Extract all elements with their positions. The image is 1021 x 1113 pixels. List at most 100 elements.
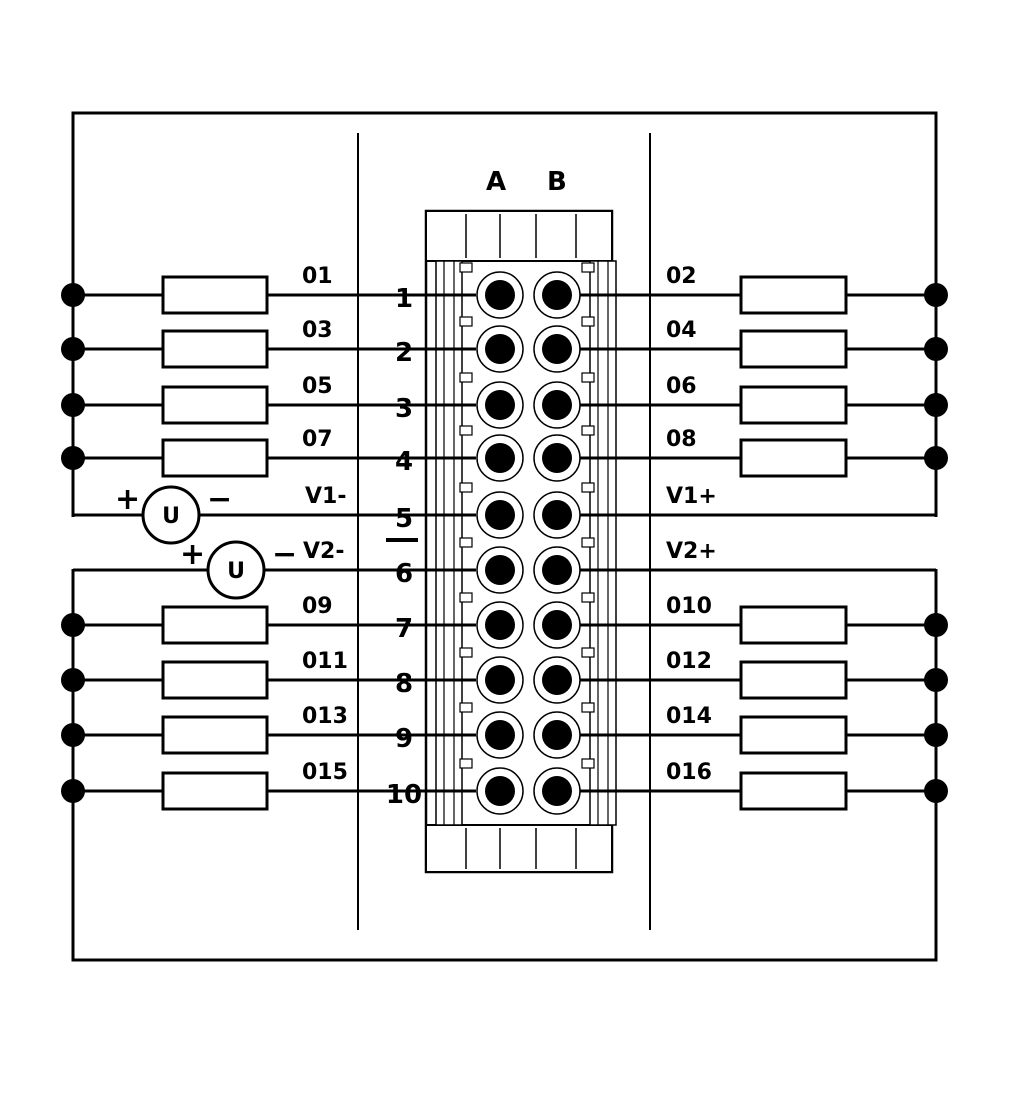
terminal-screw-a7 bbox=[485, 610, 515, 640]
left-latch-6 bbox=[459, 537, 473, 548]
terminal-screw-b10 bbox=[542, 776, 572, 806]
supply-symbol-1: U bbox=[162, 504, 180, 529]
left-output-label-01: 01 bbox=[302, 264, 333, 289]
left-output-label-013: 013 bbox=[302, 704, 348, 729]
supply-plus-2: + bbox=[180, 537, 205, 572]
supply-neg-label-1: V1- bbox=[305, 484, 346, 509]
right-latch-8 bbox=[581, 647, 595, 658]
terminal-screw-a9 bbox=[485, 720, 515, 750]
left-junction-01 bbox=[61, 283, 85, 307]
row-number-7: 7 bbox=[395, 614, 413, 644]
left-junction-07 bbox=[61, 446, 85, 470]
right-output-label-012: 012 bbox=[666, 649, 712, 674]
left-load-09 bbox=[161, 605, 269, 645]
right-junction-02 bbox=[924, 283, 948, 307]
row-number-2: 2 bbox=[395, 338, 413, 368]
right-junction-014 bbox=[924, 723, 948, 747]
left-output-label-015: 015 bbox=[302, 760, 348, 785]
right-load-012 bbox=[739, 660, 848, 700]
left-load-07 bbox=[161, 438, 269, 478]
terminal-screw-a1 bbox=[485, 280, 515, 310]
left-latch-10 bbox=[459, 758, 473, 769]
terminal-screw-b7 bbox=[542, 610, 572, 640]
left-junction-015 bbox=[61, 779, 85, 803]
left-load-011 bbox=[161, 660, 269, 700]
right-load-010 bbox=[739, 605, 848, 645]
right-load-014 bbox=[739, 715, 848, 755]
row-number-8: 8 bbox=[395, 669, 413, 699]
terminal-screw-b6 bbox=[542, 555, 572, 585]
left-junction-03 bbox=[61, 337, 85, 361]
right-latch-3 bbox=[581, 372, 595, 383]
left-output-label-05: 05 bbox=[302, 374, 333, 399]
right-load-04 bbox=[739, 329, 848, 369]
terminal-screw-a6 bbox=[485, 555, 515, 585]
supply-pos-label-2: V2+ bbox=[666, 539, 717, 564]
frame-gap-left bbox=[60, 517, 90, 569]
left-clamp-strip bbox=[435, 260, 463, 826]
row-number-1: 1 bbox=[395, 284, 413, 314]
right-output-label-08: 08 bbox=[666, 427, 697, 452]
left-output-label-03: 03 bbox=[302, 318, 333, 343]
supply-minus-1: − bbox=[207, 482, 232, 517]
left-load-01 bbox=[161, 275, 269, 315]
right-junction-08 bbox=[924, 446, 948, 470]
right-latch-9 bbox=[581, 702, 595, 713]
column-label-a: A bbox=[486, 167, 506, 197]
right-latch-5 bbox=[581, 482, 595, 493]
left-junction-011 bbox=[61, 668, 85, 692]
supply-plus-1: + bbox=[115, 482, 140, 517]
right-output-label-016: 016 bbox=[666, 760, 712, 785]
supply-pos-label-1: V1+ bbox=[666, 484, 717, 509]
right-latch-4 bbox=[581, 425, 595, 436]
right-output-label-06: 06 bbox=[666, 374, 697, 399]
left-latch-5 bbox=[459, 482, 473, 493]
right-load-016 bbox=[739, 771, 848, 811]
left-latch-3 bbox=[459, 372, 473, 383]
left-load-05 bbox=[161, 385, 269, 425]
right-output-label-02: 02 bbox=[666, 264, 697, 289]
left-junction-05 bbox=[61, 393, 85, 417]
left-latch-7 bbox=[459, 592, 473, 603]
right-junction-010 bbox=[924, 613, 948, 637]
terminal-screw-b5 bbox=[542, 500, 572, 530]
frame-gap-right bbox=[925, 517, 955, 569]
row-number-5: 5 bbox=[395, 504, 413, 534]
terminal-screw-a8 bbox=[485, 665, 515, 695]
right-latch-6 bbox=[581, 537, 595, 548]
terminal-screw-b3 bbox=[542, 390, 572, 420]
right-clamp-strip bbox=[589, 260, 617, 826]
connector-top-cap bbox=[425, 210, 613, 262]
terminal-screw-b2 bbox=[542, 334, 572, 364]
terminal-screw-b4 bbox=[542, 443, 572, 473]
right-load-02 bbox=[739, 275, 848, 315]
row-number-9: 9 bbox=[395, 724, 413, 754]
right-load-06 bbox=[739, 385, 848, 425]
right-junction-04 bbox=[924, 337, 948, 361]
terminal-screw-b8 bbox=[542, 665, 572, 695]
left-output-label-011: 011 bbox=[302, 649, 348, 674]
right-junction-016 bbox=[924, 779, 948, 803]
row-number-10: 10 bbox=[386, 780, 422, 810]
right-output-label-014: 014 bbox=[666, 704, 712, 729]
row-number-4: 4 bbox=[395, 447, 413, 477]
right-latch-10 bbox=[581, 758, 595, 769]
column-label-b: B bbox=[547, 167, 567, 197]
terminal-screw-a3 bbox=[485, 390, 515, 420]
right-latch-1 bbox=[581, 262, 595, 273]
supply-neg-label-2: V2- bbox=[303, 539, 344, 564]
right-junction-012 bbox=[924, 668, 948, 692]
right-latch-2 bbox=[581, 316, 595, 327]
left-junction-09 bbox=[61, 613, 85, 637]
left-latch-4 bbox=[459, 425, 473, 436]
terminal-screw-b1 bbox=[542, 280, 572, 310]
supply-symbol-2: U bbox=[227, 559, 245, 584]
terminal-screw-a5 bbox=[485, 500, 515, 530]
left-latch-9 bbox=[459, 702, 473, 713]
left-load-03 bbox=[161, 329, 269, 369]
left-latch-1 bbox=[459, 262, 473, 273]
right-output-label-04: 04 bbox=[666, 318, 697, 343]
connector-bottom-cap bbox=[425, 824, 613, 873]
